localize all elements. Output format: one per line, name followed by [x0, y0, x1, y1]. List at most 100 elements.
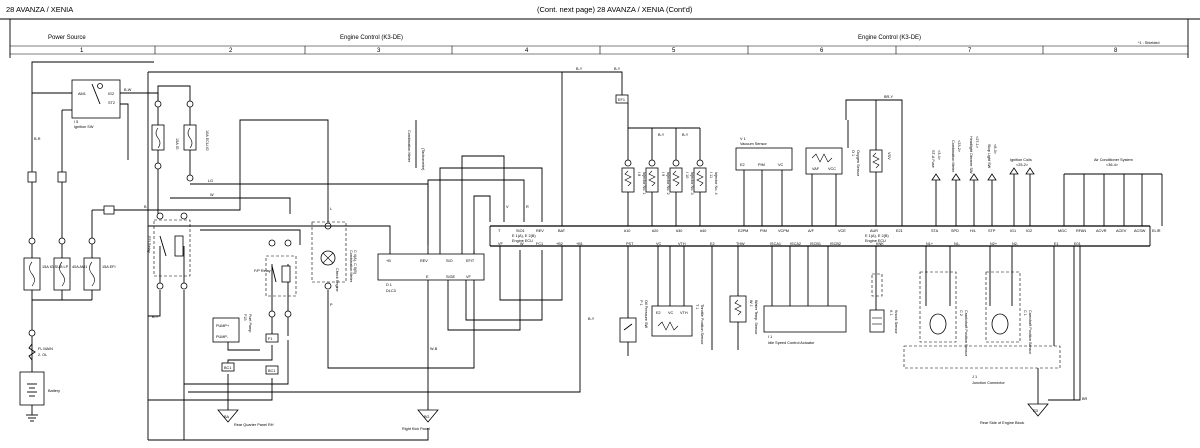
svg-text:VF: VF	[466, 275, 472, 279]
svg-text:<27-1>: <27-1>	[975, 136, 979, 149]
svg-text:Injector No. 3: Injector No. 3	[690, 172, 694, 195]
svg-text:C 2: C 2	[959, 310, 963, 316]
water-temp-sensor: W 1 Water Temp. Sensor	[711, 246, 758, 350]
fuse-ig: 15A IG	[151, 124, 179, 151]
ground-symbol	[26, 414, 38, 422]
svg-text:Air Conditioner System: Air Conditioner System	[1094, 158, 1133, 162]
svg-text:C 4(A), C 5(B): C 4(A), C 5(B)	[353, 250, 357, 275]
svg-text:EF1: EF1	[618, 98, 625, 102]
svg-text:<3-4>: <3-4>	[937, 150, 941, 161]
svg-text:Check Engine: Check Engine	[335, 268, 339, 292]
svg-text:B-Y: B-Y	[588, 317, 595, 321]
svg-text:B-Y: B-Y	[614, 67, 621, 71]
efi-relay: EFI Relay	[147, 219, 191, 277]
svg-text:SIO: SIO	[446, 259, 453, 263]
ecu-bus: E 1(A), E 2(B) Engine ECU E 1(A), E 2(B)…	[489, 225, 1151, 247]
svg-text:PIM: PIM	[760, 229, 767, 233]
svg-text:40A AM1: 40A AM1	[72, 265, 87, 269]
ecu-bottom-pins: VF W FC1 +B2 +B1 PST VC VTH E2 THW ISCA1…	[498, 242, 1081, 246]
column-number-7: 7	[968, 48, 972, 54]
svg-text:Engine ECU: Engine ECU	[512, 239, 533, 243]
svg-text:Combination Meter: Combination Meter	[951, 140, 955, 173]
svg-text:H/L: H/L	[970, 229, 976, 233]
svg-text:T: T	[498, 229, 501, 233]
svg-text:Knock Sensor: Knock Sensor	[894, 310, 898, 334]
column-number-1: 1	[80, 48, 84, 54]
svg-text:+B: +B	[386, 259, 391, 263]
check-engine-lamp: C 4(A), C 5(B) Combination Meter Check E…	[311, 221, 357, 292]
svg-text:<23-2>: <23-2>	[957, 140, 961, 153]
svg-text:I 1: I 1	[768, 335, 772, 339]
ground-right-kick-panel: BG Right Kick Panel	[402, 409, 439, 431]
svg-text:VC: VC	[656, 242, 662, 246]
svg-text:B-Y: B-Y	[576, 67, 583, 71]
power-connectors	[27, 171, 115, 337]
svg-text:N2+: N2+	[990, 242, 998, 246]
svg-text:Combination Meter: Combination Meter	[349, 250, 353, 283]
column-number-8: 8	[1114, 48, 1118, 54]
svg-text:Junction Connector: Junction Connector	[972, 381, 1005, 385]
svg-text:J 1: J 1	[972, 375, 977, 379]
svg-text:REV: REV	[536, 229, 544, 233]
svg-text:E2: E2	[656, 311, 661, 315]
fusible-link: FL MAIN 2. OL	[28, 343, 53, 361]
svg-text:PUMP+: PUMP+	[216, 324, 230, 328]
svg-text:RFAN: RFAN	[1076, 229, 1086, 233]
svg-text:VCPM: VCPM	[778, 229, 789, 233]
svg-text:AUR: AUR	[870, 229, 878, 233]
svg-text:SIGE: SIGE	[446, 275, 456, 279]
svg-text:IG1: IG1	[1010, 229, 1016, 233]
fuel-pump: PUMP+ PUMP- F15 Fuel Pump	[212, 314, 252, 343]
svg-text:K 1: K 1	[889, 310, 893, 316]
svg-text:+B1: +B1	[576, 242, 583, 246]
svg-text:ISCA2: ISCA2	[790, 242, 801, 246]
svg-text:E2: E2	[740, 163, 745, 167]
svg-text:Oil Pressure SW: Oil Pressure SW	[644, 300, 648, 328]
svg-text:Throttle Position Sensor: Throttle Position Sensor	[700, 304, 704, 345]
svg-text:O 1: O 1	[851, 150, 855, 156]
svg-text:W: W	[520, 242, 524, 246]
svg-text:ACEV: ACEV	[1116, 229, 1127, 233]
svg-text:10A ECU-IG: 10A ECU-IG	[205, 130, 209, 151]
svg-text:VTH: VTH	[678, 242, 686, 246]
junction-connector: J 1 Junction Connector	[903, 246, 1075, 404]
air-conditioner-ref: Air Conditioner System <36-4>	[1063, 158, 1163, 226]
main-fuse-block: 15A IG SUB LP 40A AM1 15A EFI	[23, 257, 116, 291]
svg-text:Battery: Battery	[48, 389, 60, 393]
svg-text:EFI Relay: EFI Relay	[147, 236, 151, 253]
svg-text:Ignition SW: Ignition SW	[74, 125, 94, 129]
svg-text:E1: E1	[1054, 242, 1059, 246]
svg-text:F1: F1	[268, 337, 272, 341]
svg-text:Rear Side of Engine Block: Rear Side of Engine Block	[980, 421, 1024, 425]
svg-text:Injector No. 4: Injector No. 4	[714, 172, 718, 195]
header-center-title: (Cont. next page) 28 AVANZA / XENIA (Con…	[537, 5, 693, 14]
injector-feed: EF1	[615, 94, 701, 160]
svg-text:E21: E21	[896, 229, 903, 233]
svg-text:STP: STP	[988, 229, 996, 233]
svg-text:VCE: VCE	[838, 229, 846, 233]
svg-text:A/F: A/F	[808, 229, 815, 233]
svg-text:FL MAIN: FL MAIN	[38, 347, 53, 351]
svg-text:F/P Relay: F/P Relay	[254, 269, 271, 273]
svg-text:BR: BR	[1082, 397, 1088, 401]
svg-text:AM1: AM1	[78, 92, 86, 96]
svg-text:Camshaft Position Sensor: Camshaft Position Sensor	[1028, 310, 1032, 355]
battery: Battery	[19, 371, 60, 406]
ignition-coils-ref: Ignition Coils <25-2>	[1009, 158, 1035, 226]
svg-text:C 1: C 1	[1023, 310, 1027, 316]
svg-text:Oxygen Sensor: Oxygen Sensor	[856, 150, 860, 177]
svg-text:Combination Meter: Combination Meter	[407, 130, 411, 163]
svg-text:B-Y: B-Y	[658, 133, 665, 137]
svg-text:VC: VC	[668, 311, 674, 315]
oil-pressure-switch: P 1 Oil Pressure SW	[619, 246, 648, 356]
svg-text:Rear Quarter Panel RH: Rear Quarter Panel RH	[234, 423, 274, 427]
svg-text:BC1: BC1	[268, 369, 275, 373]
vacuum-sensor: V 1 Vacuum Sensor E2 PIM VC	[735, 137, 793, 226]
camshaft-position-sensor: C 1 Camshaft Position Sensor	[985, 246, 1032, 355]
svg-text:15A IG SUB LP: 15A IG SUB LP	[42, 265, 69, 269]
svg-text:BAT: BAT	[558, 229, 566, 233]
svg-text:W-B: W-B	[430, 347, 438, 351]
svg-text:THW: THW	[736, 242, 745, 246]
column-2-wiring	[147, 71, 623, 441]
